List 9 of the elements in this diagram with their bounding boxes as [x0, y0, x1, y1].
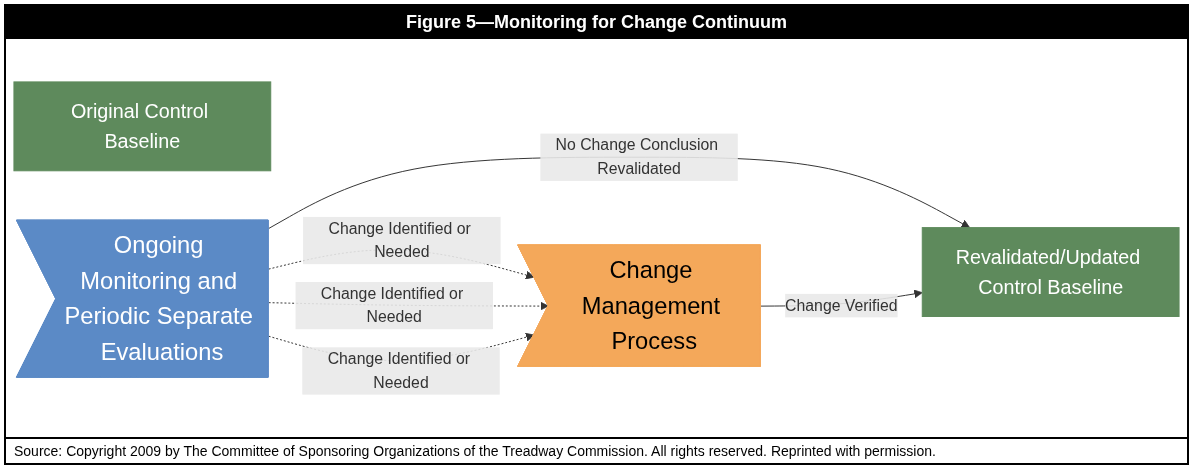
edge-label: No Change Conclusion Revalidated: [555, 136, 719, 177]
source-caption: Source: Copyright 2009 by The Committee of Sponsoring Organizations of the Treadway Commission. All rights reserved. Reprinted with permission.: [13, 442, 937, 461]
node-box: Original Control Baseline: [13, 81, 272, 171]
node-box: Revalidated/Updated Control Baseline: [921, 226, 1180, 317]
edge-label: Change Identified or Needed: [320, 284, 464, 326]
edge-label: Change Identified or Needed: [327, 349, 470, 391]
edge-label: Change Identified or Needed: [328, 219, 471, 261]
edge-label: Change Verified: [785, 296, 898, 314]
figure-title: Figure 5—Monitoring for Change Continuum: [6, 6, 1187, 39]
